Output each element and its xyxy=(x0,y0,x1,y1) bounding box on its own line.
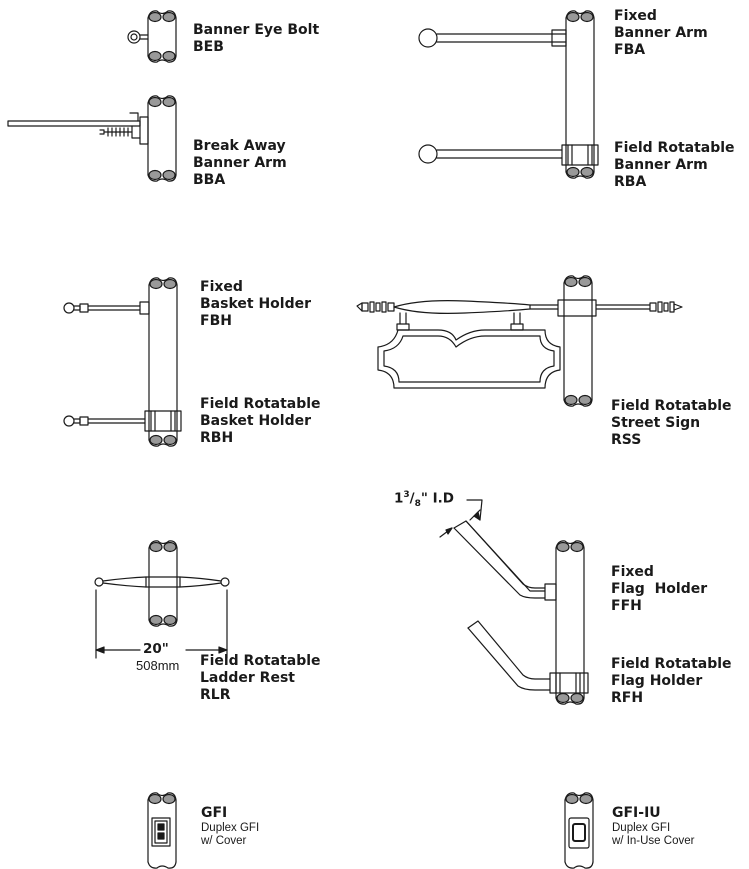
label-fba-line3: FBA xyxy=(614,42,646,58)
flag-dim-num: 3 xyxy=(403,490,410,500)
flag-dim-label: 13/8" I.D xyxy=(394,490,454,510)
label-rlr-line2: Ladder Rest xyxy=(200,670,295,686)
pole-fbh-rbh xyxy=(148,277,178,447)
gfi-outlet-icon xyxy=(151,817,171,847)
label-rbh-line3: RBH xyxy=(200,430,234,446)
ladder-rest-bar xyxy=(94,576,230,588)
basket-holder-rotatable xyxy=(63,410,182,432)
label-gfi: GFI Duplex GFI w/ Cover xyxy=(201,805,259,848)
label-gfi-iu-line1: Duplex GFI xyxy=(612,822,671,834)
label-rbh-line1: Field Rotatable xyxy=(200,396,321,412)
label-bba-line2: Banner Arm xyxy=(193,155,287,171)
label-rfh-line1: Field Rotatable xyxy=(611,656,732,672)
eye-bolt xyxy=(127,30,149,44)
ladder-dim-metric: 508mm xyxy=(136,658,180,673)
label-rbh-line2: Basket Holder xyxy=(200,413,312,429)
pole-rss xyxy=(563,275,593,407)
flag-dim-whole: 1 xyxy=(394,490,404,507)
label-beb-line2: BEB xyxy=(193,39,224,55)
label-bba-line1: Break Away xyxy=(193,138,286,154)
label-fbh: Fixed Basket Holder FBH xyxy=(200,279,311,330)
label-fba-line1: Fixed xyxy=(614,8,657,24)
label-fba: Fixed Banner Arm FBA xyxy=(614,8,708,59)
break-away-arm xyxy=(7,112,149,145)
banner-arm-rotatable xyxy=(418,144,599,166)
label-bba-line3: BBA xyxy=(193,172,226,188)
label-rba-line2: Banner Arm xyxy=(614,157,708,173)
label-gfi-iu: GFI-IU Duplex GFI w/ In-Use Cover xyxy=(612,805,694,848)
basket-holder-fixed xyxy=(63,301,150,315)
flag-holder-rotatable xyxy=(467,620,589,694)
ladder-dim-imperial: 20" xyxy=(143,641,169,657)
street-sign-plate xyxy=(377,329,561,389)
flag-dim-lines xyxy=(439,499,483,538)
label-gfi-iu-code: GFI-IU xyxy=(612,805,661,821)
flag-holder-fixed xyxy=(453,520,557,601)
pole-fba-rba xyxy=(565,10,595,179)
label-ffh-line3: FFH xyxy=(611,598,642,614)
label-rfh: Field Rotatable Flag Holder RFH xyxy=(611,656,732,707)
label-rlr: Field Rotatable Ladder Rest RLR xyxy=(200,653,321,704)
label-fbh-line2: Basket Holder xyxy=(200,296,312,312)
label-ffh-line1: Fixed xyxy=(611,564,654,580)
flag-dim-suffix: " I.D xyxy=(420,490,454,507)
label-rfh-line2: Flag Holder xyxy=(611,673,703,689)
label-rba-line3: RBA xyxy=(614,174,647,190)
label-beb-line1: Banner Eye Bolt xyxy=(193,22,320,38)
label-rss-line2: Street Sign xyxy=(611,415,701,431)
label-fbh-line3: FBH xyxy=(200,313,232,329)
pole-bba xyxy=(147,95,177,182)
flag-dim-den: 8 xyxy=(414,499,421,510)
label-fba-line2: Banner Arm xyxy=(614,25,708,41)
label-gfi-code: GFI xyxy=(201,805,228,821)
label-rfh-line3: RFH xyxy=(611,690,644,706)
label-ffh-line2: Flag Holder xyxy=(611,581,708,597)
label-fbh-line1: Fixed xyxy=(200,279,243,295)
label-gfi-line2: w/ Cover xyxy=(201,835,247,847)
label-rss-line3: RSS xyxy=(611,432,642,448)
gfi-in-use-cover-icon xyxy=(568,817,590,849)
pole-beb xyxy=(147,10,177,63)
pole-gfi xyxy=(147,792,177,869)
street-sign-arm xyxy=(356,299,683,331)
label-rba: Field Rotatable Banner Arm RBA xyxy=(614,140,735,191)
label-rba-line1: Field Rotatable xyxy=(614,140,735,156)
label-rss-line1: Field Rotatable xyxy=(611,398,732,414)
label-gfi-line1: Duplex GFI xyxy=(201,822,260,834)
label-beb: Banner Eye Bolt BEB xyxy=(193,22,319,56)
pole-gfi-iu xyxy=(564,792,594,869)
pole-rlr xyxy=(148,540,178,627)
label-rlr-line1: Field Rotatable xyxy=(200,653,321,669)
label-ffh: Fixed Flag Holder FFH xyxy=(611,564,707,615)
ladder-dim-lines xyxy=(95,589,228,659)
label-bba: Break Away Banner Arm BBA xyxy=(193,138,287,189)
banner-arm-fixed xyxy=(418,28,567,48)
label-rlr-line3: RLR xyxy=(200,687,231,703)
label-gfi-iu-line2: w/ In-Use Cover xyxy=(612,835,695,847)
label-rbh: Field Rotatable Basket Holder RBH xyxy=(200,396,321,447)
label-rss: Field Rotatable Street Sign RSS xyxy=(611,398,732,449)
